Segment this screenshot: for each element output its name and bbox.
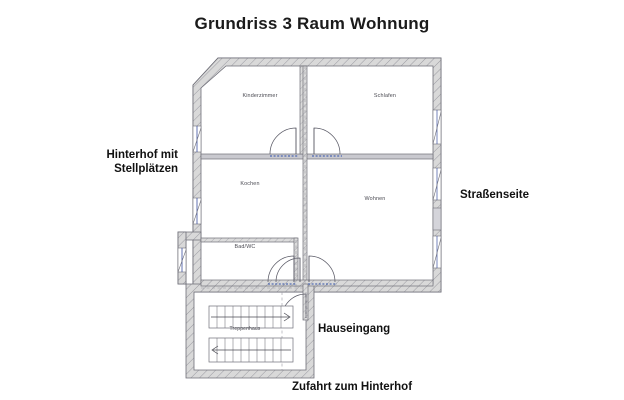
stair-direction-arrow-up bbox=[211, 312, 291, 322]
room-label-kochen: Kochen bbox=[240, 181, 260, 187]
room-label-badwc: Bad/WC bbox=[234, 244, 256, 250]
door-thresholds bbox=[268, 155, 342, 285]
interior-walls bbox=[200, 65, 434, 321]
annotation-hinterhof: Hinterhof mit Stellplätzen bbox=[106, 149, 178, 175]
room-label-treppenhaus: Treppenhaus bbox=[229, 326, 261, 332]
room-label-wohnen: Wohnen bbox=[364, 196, 386, 202]
annotation-zufahrt: Zufahrt zum Hinterhof bbox=[291, 381, 413, 393]
staircase bbox=[208, 305, 294, 363]
windows-right bbox=[432, 109, 442, 269]
room-label-kinderzimmer: Kinderzimmer bbox=[242, 93, 278, 99]
annotation-hauseingang: Hauseingang bbox=[318, 323, 391, 335]
construction-lines bbox=[201, 66, 307, 370]
stair-direction-arrow-down bbox=[211, 345, 291, 355]
annotation-strassenseite: Straßenseite bbox=[460, 189, 530, 201]
page-title: Grundriss 3 Raum Wohnung bbox=[194, 14, 430, 33]
doors bbox=[267, 127, 341, 319]
windows-left bbox=[177, 125, 202, 273]
room-label-schlafen: Schlafen bbox=[373, 93, 397, 99]
